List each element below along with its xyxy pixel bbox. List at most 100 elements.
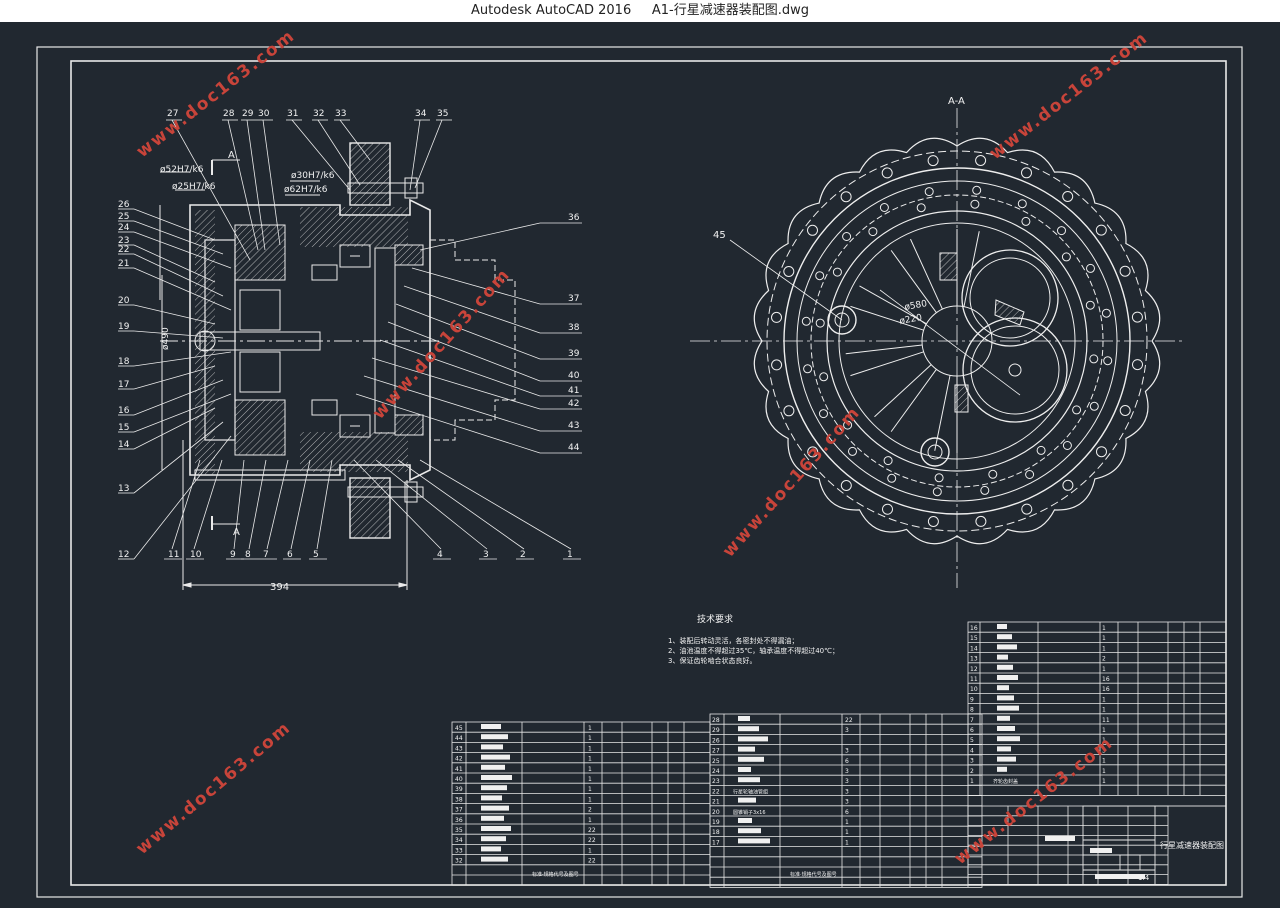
bom-right-name-6 — [997, 726, 1015, 731]
callout-29: 29 — [242, 109, 254, 119]
watermark-1: www.doc163.com — [133, 26, 300, 162]
bom-left-no-34: 34 — [455, 837, 463, 844]
app-name: Autodesk AutoCAD 2016 — [470, 3, 632, 18]
callout-36: 36 — [568, 213, 580, 223]
bom-mid-no-20: 20 — [712, 809, 720, 816]
bom-left-no-41: 41 — [455, 766, 463, 773]
bom-mid-name-23 — [738, 777, 760, 783]
callout-18: 18 — [118, 357, 130, 367]
callout-leaders — [118, 119, 582, 560]
bom-right-no-2: 2 — [970, 768, 974, 775]
title-block — [1082, 805, 1227, 886]
bom-left-qty-41: 1 — [588, 766, 592, 773]
bom-left-qty-42: 1 — [588, 756, 592, 763]
bom-mid-no-24: 24 — [712, 768, 720, 775]
bom-mid-no-26: 26 — [712, 737, 720, 744]
bom-left-qty-37: 2 — [588, 807, 592, 814]
bom-left-qty-34: 22 — [588, 837, 596, 844]
callout-35: 35 — [437, 109, 448, 119]
bom-left-no-39: 39 — [455, 786, 463, 793]
bom-right-name-4 — [997, 746, 1011, 752]
callout-41: 41 — [568, 386, 579, 396]
bom-right-no-1: 1 — [970, 778, 974, 785]
bom-left-qty-43: 1 — [588, 745, 592, 752]
bom-left-name-41 — [481, 764, 505, 770]
bom-mid-note-20: 圆锥销子3x16 — [733, 809, 766, 816]
bom-mid-qty-18: 1 — [845, 829, 849, 836]
bom-mid-note-22: 行星轮轴油管组 — [733, 788, 768, 795]
dim-d25: ø25H7/k6 — [172, 182, 216, 192]
callout-32: 32 — [313, 109, 324, 119]
callout-1: 1 — [567, 550, 573, 560]
callout-31: 31 — [287, 109, 298, 119]
bom-left-no-38: 38 — [455, 796, 463, 803]
bom-mid-qty-20: 6 — [845, 809, 849, 816]
dim-d52: ø52H7/k6 — [160, 165, 204, 175]
callout-23: 23 — [118, 236, 129, 246]
callout-13: 13 — [118, 484, 129, 494]
bom-right-qty-7: 11 — [1102, 717, 1110, 724]
dim-d62: ø62H7/k6 — [284, 185, 328, 195]
bom-left-no-35: 35 — [455, 827, 463, 834]
bom-left-no-32: 32 — [455, 858, 463, 865]
callout-22: 22 — [118, 245, 129, 255]
bom-right-name-3 — [997, 756, 1016, 762]
bom-right-qty-13: 2 — [1102, 656, 1106, 663]
notes-line-3: 3、保证齿轮啮合状态良好。 — [668, 656, 756, 665]
bom-right-name-16 — [997, 624, 1007, 629]
notes-line-2: 2、油池温度不得超过35℃，轴承温度不得超过40℃； — [668, 646, 839, 655]
sectional-view — [159, 142, 516, 590]
bom-left-name-34 — [481, 836, 506, 842]
bom-mid-no-27: 27 — [712, 748, 720, 755]
callout-8: 8 — [245, 550, 251, 560]
dim-d580: ø580 — [904, 299, 928, 313]
bom-right-name-10 — [997, 685, 1009, 691]
callout-43: 43 — [568, 421, 579, 431]
bom-mid-qty-17: 1 — [845, 839, 849, 846]
bom-mid-qty-27: 3 — [845, 748, 849, 755]
bom-mid-name-18 — [738, 828, 761, 834]
callout-12: 12 — [118, 550, 129, 560]
bom-right-name-14 — [997, 644, 1017, 650]
bom-right-no-7: 7 — [970, 717, 974, 724]
bom-mid-name-26 — [738, 736, 768, 742]
bom-left-no-36: 36 — [455, 817, 463, 824]
callout-15: 15 — [118, 423, 129, 433]
callout-10: 10 — [190, 550, 202, 560]
bom-right-name-9 — [997, 695, 1014, 701]
callout-28: 28 — [223, 109, 235, 119]
bom-right-no-3: 3 — [970, 758, 974, 765]
bom-left-name-40 — [481, 775, 512, 780]
bom-right-name-5 — [997, 736, 1020, 742]
bom-mid-qty-28: 22 — [845, 717, 853, 724]
bom-right-qty-14: 1 — [1102, 645, 1106, 652]
file-name: A1-行星减速器装配图.dwg — [651, 3, 810, 18]
callout-27: 27 — [167, 109, 178, 119]
bom-right-no-11: 11 — [970, 676, 978, 683]
callout-24: 24 — [118, 223, 130, 233]
bom-right-name-15 — [997, 634, 1012, 640]
bom-left-no-33: 33 — [455, 847, 463, 854]
bom-left-name-45 — [481, 724, 501, 729]
bom-right-qty-15: 1 — [1102, 635, 1106, 642]
callout-20: 20 — [118, 296, 130, 306]
bom-right-note-1: 齐轮齿封盖 — [993, 778, 1018, 785]
callout-3: 3 — [483, 550, 489, 560]
bom-left-no-40: 40 — [455, 776, 463, 783]
bom-right-name-2 — [997, 766, 1007, 772]
bom-right-name-11 — [997, 675, 1018, 680]
callout-5: 5 — [313, 550, 319, 560]
bom-left-qty-44: 1 — [588, 735, 592, 742]
bom-left-no-37: 37 — [455, 807, 463, 814]
bom-right-qty-3: 1 — [1102, 758, 1106, 765]
bom-left-no-42: 42 — [455, 756, 463, 763]
callout-45: 45 — [713, 230, 726, 241]
bom-left-name-43 — [481, 744, 503, 750]
bom-mid-no-23: 23 — [712, 778, 720, 785]
bom-mid-name-19 — [738, 818, 752, 823]
bom-right-no-13: 13 — [970, 656, 978, 663]
callout-38: 38 — [568, 323, 580, 333]
bom-mid-qty-21: 3 — [845, 799, 849, 806]
